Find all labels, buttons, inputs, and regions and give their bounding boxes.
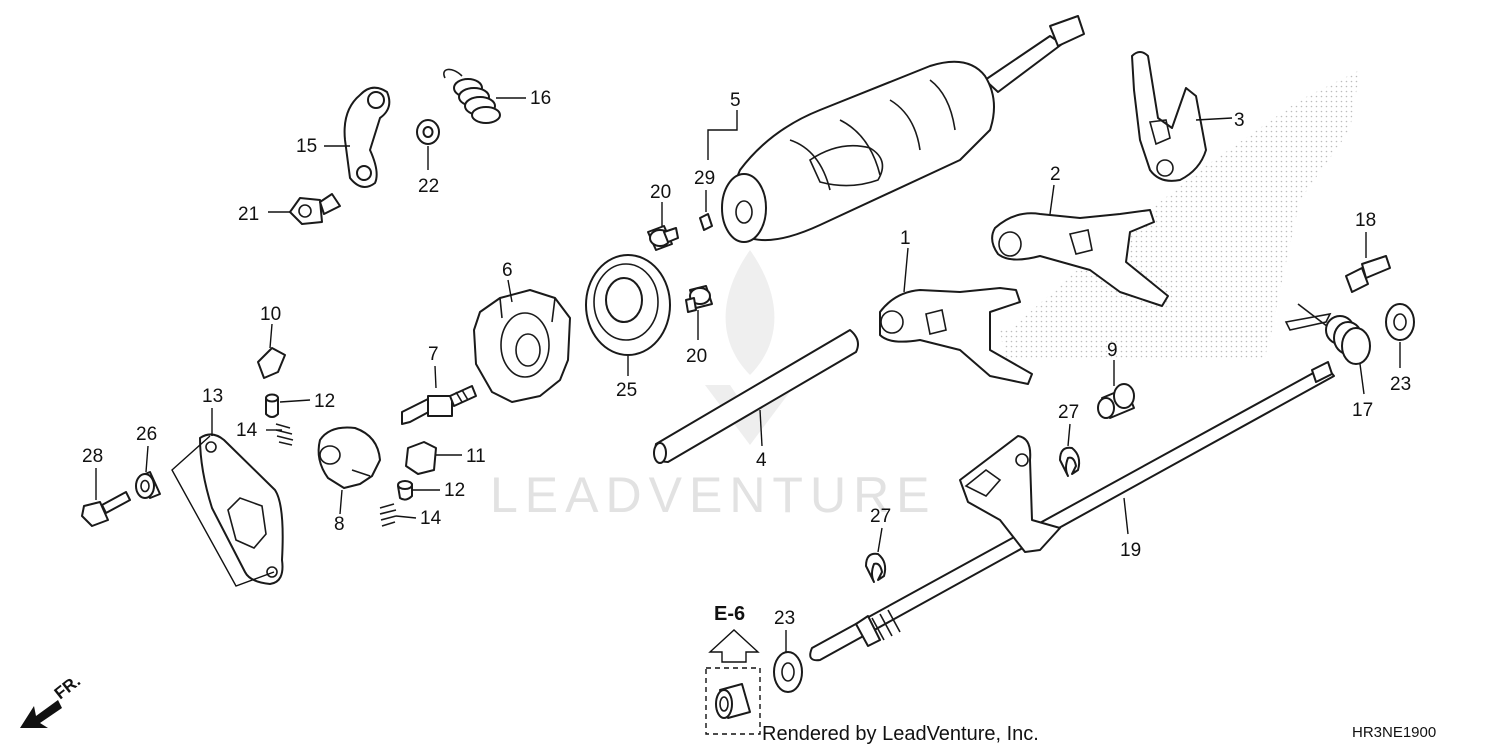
part-11-block: [405, 441, 437, 475]
part-15-stopper-arm: [343, 86, 391, 188]
callout-1: 1: [900, 228, 911, 249]
part-23-washer-lower: [773, 651, 803, 693]
callout-16: 16: [530, 88, 551, 109]
callout-21: 21: [238, 204, 259, 225]
callout-8: 8: [334, 514, 345, 535]
part-28-bolt: [81, 491, 131, 527]
callout-19: 19: [1120, 540, 1141, 561]
callout-11: 11: [466, 446, 486, 467]
part-17-spring: [1284, 303, 1371, 365]
part-2-shift-fork: [991, 209, 1169, 307]
part-20-pin-upper: [647, 225, 679, 251]
callout-20-upper: 20: [650, 182, 671, 203]
callout-5: 5: [730, 90, 741, 111]
part-4-shaft: [653, 329, 859, 464]
callout-22: 22: [418, 176, 439, 197]
part-5-shift-drum: [721, 15, 1085, 243]
callout-12-lower: 12: [444, 480, 465, 501]
part-13-plate: [199, 433, 284, 585]
callout-25: 25: [616, 380, 637, 401]
callout-12-upper: 12: [314, 391, 335, 412]
callout-17: 17: [1352, 400, 1373, 421]
callout-15: 15: [296, 136, 317, 157]
callout-20-lower: 20: [686, 346, 707, 367]
watermark-text: LEADVENTURE: [490, 467, 937, 523]
part-29-dowel-pin: [699, 213, 713, 231]
callout-23-lower: 23: [774, 608, 795, 629]
part-9-collar: [1097, 383, 1135, 419]
front-direction-label: FR.: [51, 671, 84, 703]
callout-23-right: 23: [1390, 374, 1411, 395]
callout-3: 3: [1234, 110, 1245, 131]
part-8-cam-plate: [317, 426, 381, 489]
credit-text: Rendered by LeadVenture, Inc.: [762, 723, 1039, 745]
part-27-circlip-upper: [1059, 446, 1081, 477]
part-12-pin-lower: [397, 480, 413, 501]
leader-lines: [95, 97, 1401, 652]
callout-29: 29: [694, 168, 715, 189]
callout-28: 28: [82, 446, 103, 467]
part-20-pin-lower: [685, 285, 713, 313]
front-direction-arrow-icon: [20, 700, 62, 728]
part-19-shift-shaft: [809, 361, 1335, 662]
part-27-circlip-lower: [865, 552, 887, 583]
part-14-spring-lower: [379, 503, 397, 527]
part-10-pawl: [257, 347, 286, 379]
callout-14-upper: 14: [236, 420, 258, 441]
callout-4: 4: [756, 450, 767, 471]
part-14-spring-upper: [275, 423, 294, 446]
callout-6: 6: [502, 260, 513, 281]
part-18-pin: [1345, 255, 1391, 293]
callout-14-lower: 14: [420, 508, 442, 529]
callout-9: 9: [1107, 340, 1118, 361]
part-6-shift-drum-center: [473, 289, 571, 403]
callout-18: 18: [1355, 210, 1376, 231]
callout-2: 2: [1050, 164, 1061, 185]
part-12-pin-upper: [265, 393, 279, 418]
part-26-collar: [135, 471, 161, 499]
callout-13: 13: [202, 386, 223, 407]
part-25-bearing: [585, 254, 671, 356]
part-16-spring: [443, 68, 501, 124]
part-1-shift-fork: [879, 287, 1033, 385]
callout-10: 10: [260, 304, 281, 325]
part-23-washer-right: [1385, 303, 1415, 341]
part-21-bolt: [289, 193, 341, 225]
part-7-pin-bolt: [401, 385, 477, 425]
callout-27-lower: 27: [870, 506, 891, 527]
part-22-washer: [416, 119, 440, 145]
reference-block: [705, 629, 761, 735]
diagram-code: HR3NE1900: [1352, 724, 1436, 741]
callout-26: 26: [136, 424, 157, 445]
callout-7: 7: [428, 344, 439, 365]
callout-27-upper: 27: [1058, 402, 1079, 423]
part-3-shift-fork: [1131, 51, 1207, 182]
callouts: 1 2 3 4 5 6 7 8 9 10 11 12 12 13 14 14 1…: [82, 88, 1411, 629]
reference-label: E-6: [714, 603, 745, 625]
